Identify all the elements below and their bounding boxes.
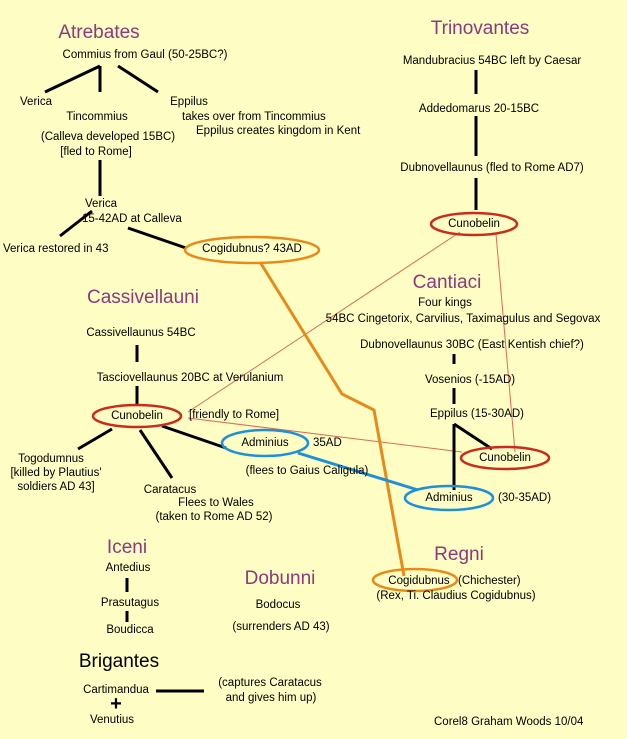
tribe-trinovantes: Trinovantes <box>430 18 530 39</box>
cassivellauni-togodumnus-note1: [killed by Plautius' <box>10 467 102 479</box>
brigantes-plus: + <box>110 693 122 715</box>
iceni-prasutagus: Prasutagus <box>100 597 160 609</box>
credit-text: Corel8 Graham Woods 10/04 <box>434 716 584 728</box>
cassivellauni-caratacus: Caratacus <box>143 484 197 496</box>
line-cunobelin-togodumnus <box>77 427 113 451</box>
line-eppilus-cunobelin <box>453 422 493 451</box>
tribe-regni: Regni <box>434 544 484 565</box>
trinovantes-mandubracius: Mandubracius 54BC left by Caesar <box>402 55 582 67</box>
line-verica-restored <box>59 209 93 238</box>
tribe-brigantes: Brigantes <box>78 651 160 672</box>
cassivellauni-caratacus-note2: (taken to Rome AD 52) <box>155 511 273 523</box>
cassivellauni-caratacus-note1: Flees to Wales <box>178 497 254 509</box>
dobunni-note: (surrenders AD 43) <box>232 621 330 633</box>
cantiaci-four-kings: Four kings <box>418 297 472 309</box>
line-cunobelin-adminius <box>161 424 227 450</box>
brigantes-venutius: Venutius <box>89 714 135 726</box>
ellipse-cassivellauni-adminius <box>220 428 310 458</box>
atrebates-commius: Commius from Gaul (50-25BC?) <box>62 49 228 61</box>
line-cunobelin-caratacus <box>138 429 174 479</box>
iceni-antedius: Antedius <box>105 562 151 574</box>
link-trinovantes-to-cassivellauni-cunobelin <box>187 231 461 413</box>
iceni-boudicca: Boudicca <box>106 624 154 636</box>
atrebates-tincommius-note1: (Calleva developed 15BC) <box>40 131 176 143</box>
cassivellauni-tasciovellaunus: Tasciovellaunus 20BC at Verulanium <box>96 372 284 384</box>
atrebates-verica: Verica <box>85 198 117 210</box>
brigantes-note1: (captures Caratacus <box>218 677 322 689</box>
link-trinovantes-to-cantiaci-cunobelin <box>495 233 516 453</box>
regni-place: (Chichester) <box>458 575 521 587</box>
cassivellauni-adminius-note: (flees to Gaius Caligula) <box>245 465 369 477</box>
cantiaci-eppilus: Eppilus (15-30AD) <box>430 408 524 420</box>
tribe-atrebates: Atrebates <box>58 22 140 43</box>
atrebates-tincommius-note2: [fled to Rome] <box>60 146 132 158</box>
tribe-cassivellauni: Cassivellauni <box>87 287 199 308</box>
ellipse-cantiaci-cunobelin <box>459 445 551 471</box>
ellipse-trinovantes-cunobelin <box>429 211 519 237</box>
cantiaci-adminius: Adminius <box>425 492 473 504</box>
line-commius-verica <box>44 64 101 94</box>
atrebates-eppilus-note1: takes over from Tincommius <box>182 111 326 123</box>
trinovantes-addedomarus: Addedomarus 20-15BC <box>418 103 540 115</box>
ellipse-atrebates-cogidubnus <box>183 235 321 265</box>
atrebates-eppilus-note2: Eppilus creates kingdom in Kent <box>196 125 361 137</box>
cantiaci-dubnovellaunus: Dubnovellaunus 30BC (East Kentish chief?… <box>360 339 584 351</box>
cassivellauni-togodumnus: Togodumnus <box>18 453 84 465</box>
atrebates-eppilus: Eppilus <box>170 96 208 108</box>
brigantes-note2: and gives him up) <box>225 692 317 704</box>
cassivellauni-cassivellaunus: Cassivellaunus 54BC <box>86 327 196 339</box>
trinovantes-dubnovellaunus: Dubnovellaunus (fled to Rome AD7) <box>400 162 584 174</box>
atrebates-verica-note: 15-42AD at Calleva <box>82 213 182 225</box>
line-commius-eppilus <box>117 64 159 94</box>
regni-cogidubnus: Cogidubnus <box>388 575 450 587</box>
cantiaci-cunobelin: Cunobelin <box>479 452 531 464</box>
ellipse-regni-cogidubnus <box>371 567 459 593</box>
cantiaci-kings-list: 54BC Cingetorix, Carvilius, Taximagulus … <box>325 313 601 325</box>
atrebates-tincommius: Tincommius <box>66 111 128 123</box>
cassivellauni-cunobelin-note: [friendly to Rome] <box>189 409 280 421</box>
line-verica-cogidubnus <box>127 226 187 250</box>
atrebates-cogidubnus: Cogidubnus? 43AD <box>202 243 302 255</box>
cassivellauni-adminius-date: 35AD <box>313 437 342 449</box>
cassivellauni-togodumnus-note2: soldiers AD 43] <box>17 481 95 493</box>
tribe-cantiaci: Cantiaci <box>412 272 482 293</box>
cantiaci-adminius-dates: (30-35AD) <box>498 492 552 504</box>
tribe-dobunni: Dobunni <box>244 568 316 589</box>
cassivellauni-adminius: Adminius <box>241 437 289 449</box>
regni-title: (Rex, Ti. Claudius Cogidubnus) <box>376 590 536 602</box>
atrebates-verica-restored: Verica restored in 43 <box>3 243 109 255</box>
dobunni-bodocus: Bodocus <box>255 599 301 611</box>
brigantes-cartimandua: Cartimandua <box>83 684 149 696</box>
ellipse-cantiaci-adminius <box>403 484 495 512</box>
link-cogidubnus-atrebates-regni <box>258 261 406 577</box>
cassivellauni-cunobelin: Cunobelin <box>111 410 163 422</box>
link-adminius-cassivellauni-cantiaci <box>297 451 419 492</box>
cantiaci-vosenios: Vosenios (-15AD) <box>425 374 516 386</box>
ellipse-cassivellauni-cunobelin <box>91 403 183 429</box>
trinovantes-cunobelin: Cunobelin <box>448 218 500 230</box>
atrebates-verica-top: Verica <box>20 96 52 108</box>
tribe-iceni: Iceni <box>106 537 148 558</box>
link-cassivellauni-to-cantiaci-cunobelin <box>187 417 463 453</box>
